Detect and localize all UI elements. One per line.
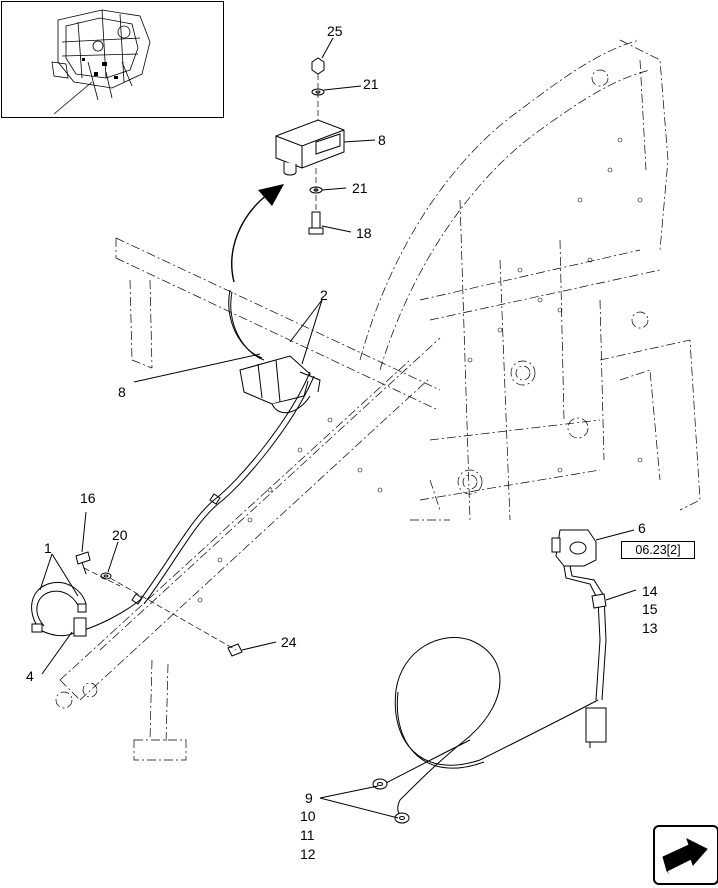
- sensor-exploded: [275, 57, 345, 235]
- callout-13: 13: [642, 620, 658, 636]
- loose-hardware: [75, 551, 243, 657]
- callout-16: 16: [80, 490, 96, 506]
- callout-1: 1: [44, 540, 52, 556]
- drawbar-harness: [83, 289, 315, 631]
- callout-8-bracket: 8: [118, 384, 126, 400]
- callout-21-bottom: 21: [352, 180, 368, 196]
- callout-24: 24: [281, 634, 297, 650]
- callout-6: 6: [638, 520, 646, 536]
- callout-2: 2: [320, 287, 328, 303]
- callout-8-sensor: 8: [378, 132, 386, 148]
- callout-12: 12: [300, 846, 316, 862]
- callout-15: 15: [642, 601, 658, 617]
- callout-18: 18: [356, 225, 372, 241]
- install-arrow: [231, 184, 284, 283]
- reference-06-23-2: 06.23[2]: [621, 541, 695, 559]
- machine-overview-inset: [1, 1, 224, 118]
- frame-holes: [197, 137, 643, 603]
- callout-14: 14: [642, 583, 658, 599]
- hardware-centerlines: [83, 567, 237, 651]
- exploded-axis: [315, 74, 319, 212]
- callout-25: 25: [327, 23, 343, 39]
- callout-20: 20: [112, 527, 128, 543]
- next-page-button[interactable]: [653, 825, 718, 885]
- sensor-bracket: [239, 355, 321, 414]
- leader-lines: [39, 37, 637, 819]
- callout-4: 4: [26, 668, 34, 684]
- callout-21-top: 21: [363, 76, 379, 92]
- callout-10: 10: [300, 808, 316, 824]
- machine-overview-thumbnail: [51, 9, 151, 115]
- loose-harness: [31, 582, 87, 637]
- phantom-frame: [55, 39, 701, 761]
- callout-11: 11: [300, 827, 315, 843]
- sensor-harness: [372, 529, 607, 824]
- callout-9: 9: [305, 790, 313, 806]
- next-page-arrow-icon: [662, 838, 708, 875]
